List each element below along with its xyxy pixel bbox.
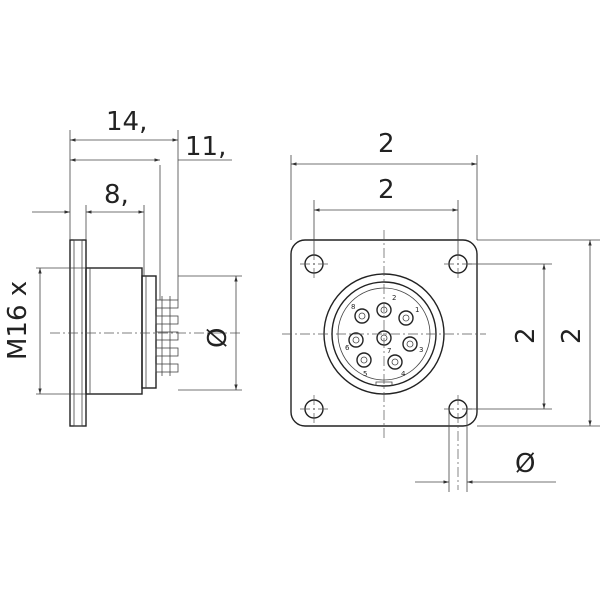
contact-pin <box>348 332 364 348</box>
pin-label: 8 <box>351 303 355 311</box>
pin-label: 4 <box>401 370 406 378</box>
dim-thread: M16 x <box>3 281 33 360</box>
pin-label: 6 <box>345 344 350 352</box>
dim-hole-spacing-h: 2 <box>378 175 395 205</box>
contact-pin <box>402 336 418 352</box>
dim-flange-height: 2 <box>557 327 587 344</box>
contact-pin <box>356 352 372 368</box>
dim-flange-width: 2 <box>378 129 395 159</box>
contact-pin <box>387 354 403 370</box>
pin-label: 7 <box>387 347 391 355</box>
dim-rear-length: 11, <box>185 132 226 162</box>
side-view: 14, 11, 8, M16 x Ø <box>3 107 242 427</box>
pin-label: 1 <box>415 306 419 314</box>
dim-overall-length: 14, <box>106 107 147 137</box>
pin-labels: 2 1 3 4 5 6 8 7 <box>345 294 423 378</box>
side-contacts <box>155 296 179 376</box>
pin-label: 5 <box>363 370 367 378</box>
side-thread-body <box>85 267 143 395</box>
front-view: 2 1 3 4 5 6 8 7 2 2 2 <box>282 129 600 492</box>
contact-pin <box>398 310 414 326</box>
dim-hole-diameter: Ø <box>515 449 535 479</box>
dim-hole-spacing-v: 2 <box>511 327 541 344</box>
dim-flange-length: 8, <box>104 180 129 210</box>
side-rear-block <box>141 275 157 389</box>
dim-body-diameter: Ø <box>203 328 233 348</box>
contact-pin <box>354 308 370 324</box>
pin-label: 2 <box>392 294 396 302</box>
pin-label: 3 <box>419 346 423 354</box>
